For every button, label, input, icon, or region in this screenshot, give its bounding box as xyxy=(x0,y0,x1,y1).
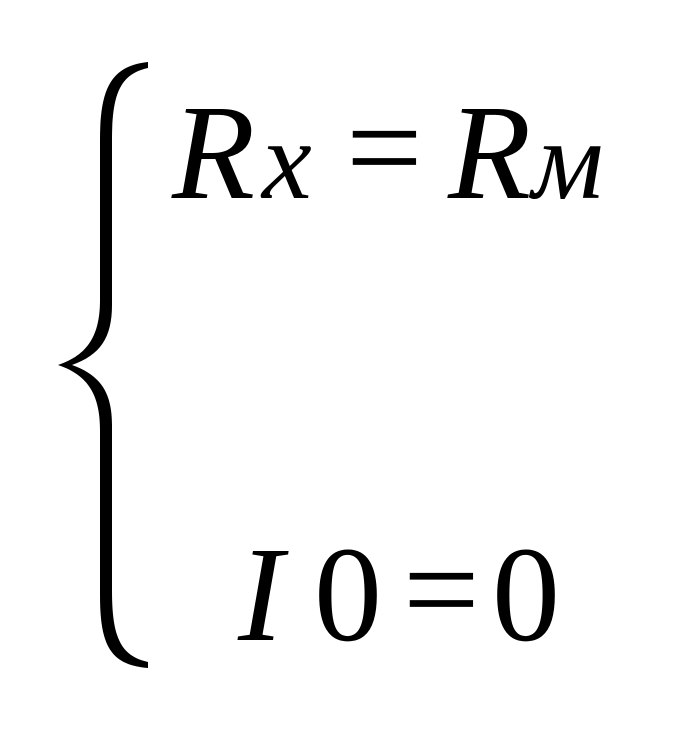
subscript-m: м xyxy=(532,99,604,223)
symbol-i: I xyxy=(238,520,284,670)
subscript-x: x xyxy=(262,99,312,223)
equals-sign: = xyxy=(403,515,480,665)
equals-sign: = xyxy=(346,73,423,223)
subscript-zero: 0 xyxy=(314,520,382,670)
value-zero: 0 xyxy=(492,520,560,670)
symbol-r: R xyxy=(448,78,532,228)
symbol-r: R xyxy=(172,78,256,228)
